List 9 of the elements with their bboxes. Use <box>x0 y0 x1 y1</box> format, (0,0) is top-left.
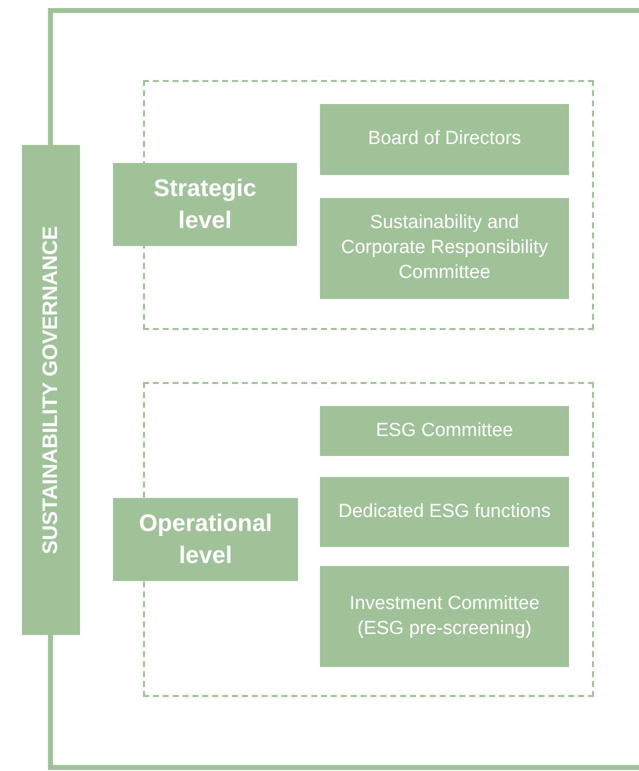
committee-box: Investment Committee (ESG pre-screening) <box>320 566 569 667</box>
level-box: Strategic level <box>113 163 297 246</box>
committee-box: Sustainability and Corporate Responsibility Committee <box>320 198 569 299</box>
side-banner: SUSTAINABILITY GOVERNANCE <box>22 145 80 635</box>
committee-box: ESG Committee <box>320 406 569 456</box>
committee-box: Dedicated ESG functions <box>320 477 569 547</box>
dashed-group-box <box>143 80 594 330</box>
level-box: Operational level <box>113 498 298 581</box>
committee-box: Board of Directors <box>320 104 569 175</box>
